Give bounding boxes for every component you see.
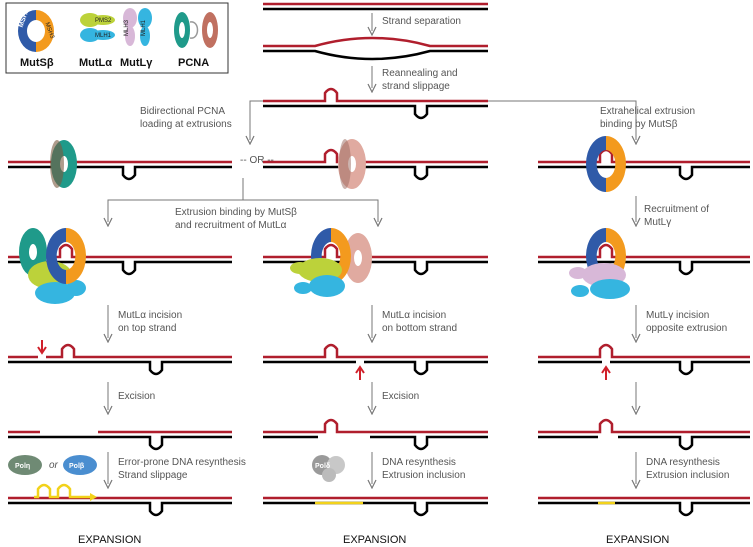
step-reanneal-2: strand slippage bbox=[382, 81, 450, 92]
pcna-ring-left bbox=[50, 140, 77, 188]
incision-arrow-right bbox=[601, 365, 611, 380]
step-bidir-2: loading at extrusions bbox=[140, 119, 232, 130]
pol-delta-icon: Polδ bbox=[312, 455, 345, 482]
duplex-separated bbox=[263, 36, 488, 61]
step-inc-bot-1: MutLα incision bbox=[382, 310, 446, 321]
mlh1b-label: MLH1 bbox=[141, 19, 147, 36]
step-inc-top-2: on top strand bbox=[118, 323, 176, 334]
step-resyn-right-1: DNA resynthesis bbox=[646, 457, 720, 468]
step-resyn-err-2: Strand slippage bbox=[118, 470, 188, 481]
pol-delta-label: Polδ bbox=[315, 463, 330, 470]
step-or: -- OR -- bbox=[240, 155, 274, 166]
step-recruit-2: MutLγ bbox=[644, 217, 671, 228]
duplex-mutsb-right bbox=[538, 136, 750, 192]
incision-arrow-middle bbox=[355, 365, 365, 380]
pol-beta-label: Polβ bbox=[69, 463, 85, 470]
step-inc-top-1: MutLα incision bbox=[118, 310, 182, 321]
pol-beta-icon: Polβ bbox=[63, 455, 97, 475]
duplex-pcna-left bbox=[8, 140, 232, 188]
mutlg-legend-label: MutLγ bbox=[120, 57, 153, 69]
incised-left bbox=[8, 340, 232, 376]
step-extra-2: binding by MutSβ bbox=[600, 119, 678, 130]
step-resyn-mid-1: DNA resynthesis bbox=[382, 457, 456, 468]
step-strand-separation: Strand separation bbox=[382, 16, 461, 27]
result-right bbox=[538, 496, 750, 517]
mutlg-legend-icon: MLH3 MLH1 bbox=[123, 8, 152, 46]
outcome-right: EXPANSION bbox=[606, 534, 669, 546]
mlh1-label: MLH1 bbox=[95, 33, 112, 39]
step-resyn-right-2: Extrusion inclusion bbox=[646, 470, 729, 481]
incised-right bbox=[538, 343, 750, 380]
step-excision-left: Excision bbox=[118, 391, 155, 402]
excised-left bbox=[8, 430, 232, 451]
incision-arrow-left bbox=[37, 340, 47, 355]
complex-right bbox=[538, 228, 750, 299]
pms2-label: PMS2 bbox=[95, 18, 112, 24]
pcna-legend-label: PCNA bbox=[178, 57, 209, 69]
step-ext-bind-1: Extrusion binding by MutSβ bbox=[175, 207, 297, 218]
complex-left bbox=[8, 228, 232, 304]
step-resyn-mid-2: Extrusion inclusion bbox=[382, 470, 465, 481]
outcome-middle: EXPANSION bbox=[343, 534, 406, 546]
pol-or: or bbox=[49, 460, 59, 471]
step-inc-opp-1: MutLγ incision bbox=[646, 310, 709, 321]
step-resyn-err-1: Error-prone DNA resynthesis bbox=[118, 457, 246, 468]
result-left bbox=[8, 483, 232, 517]
mutsb-legend-label: MutSβ bbox=[20, 57, 54, 69]
step-bidir-1: Bidirectional PCNA bbox=[140, 106, 225, 117]
pol-eta-icon: Polη bbox=[8, 455, 42, 475]
excised-middle bbox=[263, 418, 488, 451]
outcome-left: EXPANSION bbox=[78, 534, 141, 546]
mutla-legend-icon: PMS2 MLH1 bbox=[80, 13, 115, 42]
legend-box: MSH2 MSH3 MutSβ PMS2 MLH1 MutLα MLH3 MLH… bbox=[5, 2, 229, 74]
complex-middle bbox=[263, 228, 488, 297]
msh3-label: MSH3 bbox=[43, 22, 55, 40]
pcna-ring-middle bbox=[338, 139, 366, 189]
step-reanneal-1: Reannealing and bbox=[382, 68, 458, 79]
duplex-slipped bbox=[263, 87, 488, 120]
mutsb-legend-icon: MSH2 MSH3 bbox=[18, 8, 55, 52]
excised-right bbox=[538, 418, 750, 451]
step-ext-bind-2: and recruitment of MutLα bbox=[175, 220, 287, 231]
duplex-pcna-middle bbox=[263, 139, 488, 189]
pcna-legend-icon bbox=[174, 12, 218, 48]
mlh3-label: MLH3 bbox=[124, 19, 130, 36]
step-extra-1: Extrahelical extrusion bbox=[600, 106, 695, 117]
duplex-initial bbox=[263, 2, 488, 11]
step-recruit-1: Recruitment of bbox=[644, 204, 709, 215]
result-middle bbox=[263, 496, 488, 517]
incised-middle bbox=[263, 343, 488, 380]
step-inc-bot-2: on bottom strand bbox=[382, 323, 457, 334]
mutsb-clamp-right bbox=[586, 136, 626, 192]
mutla-legend-label: MutLα bbox=[79, 57, 112, 69]
pol-eta-label: Polη bbox=[15, 463, 30, 470]
step-excision-middle: Excision bbox=[382, 391, 419, 402]
resynthesis-left bbox=[34, 483, 92, 499]
step-inc-opp-2: opposite extrusion bbox=[646, 323, 727, 334]
